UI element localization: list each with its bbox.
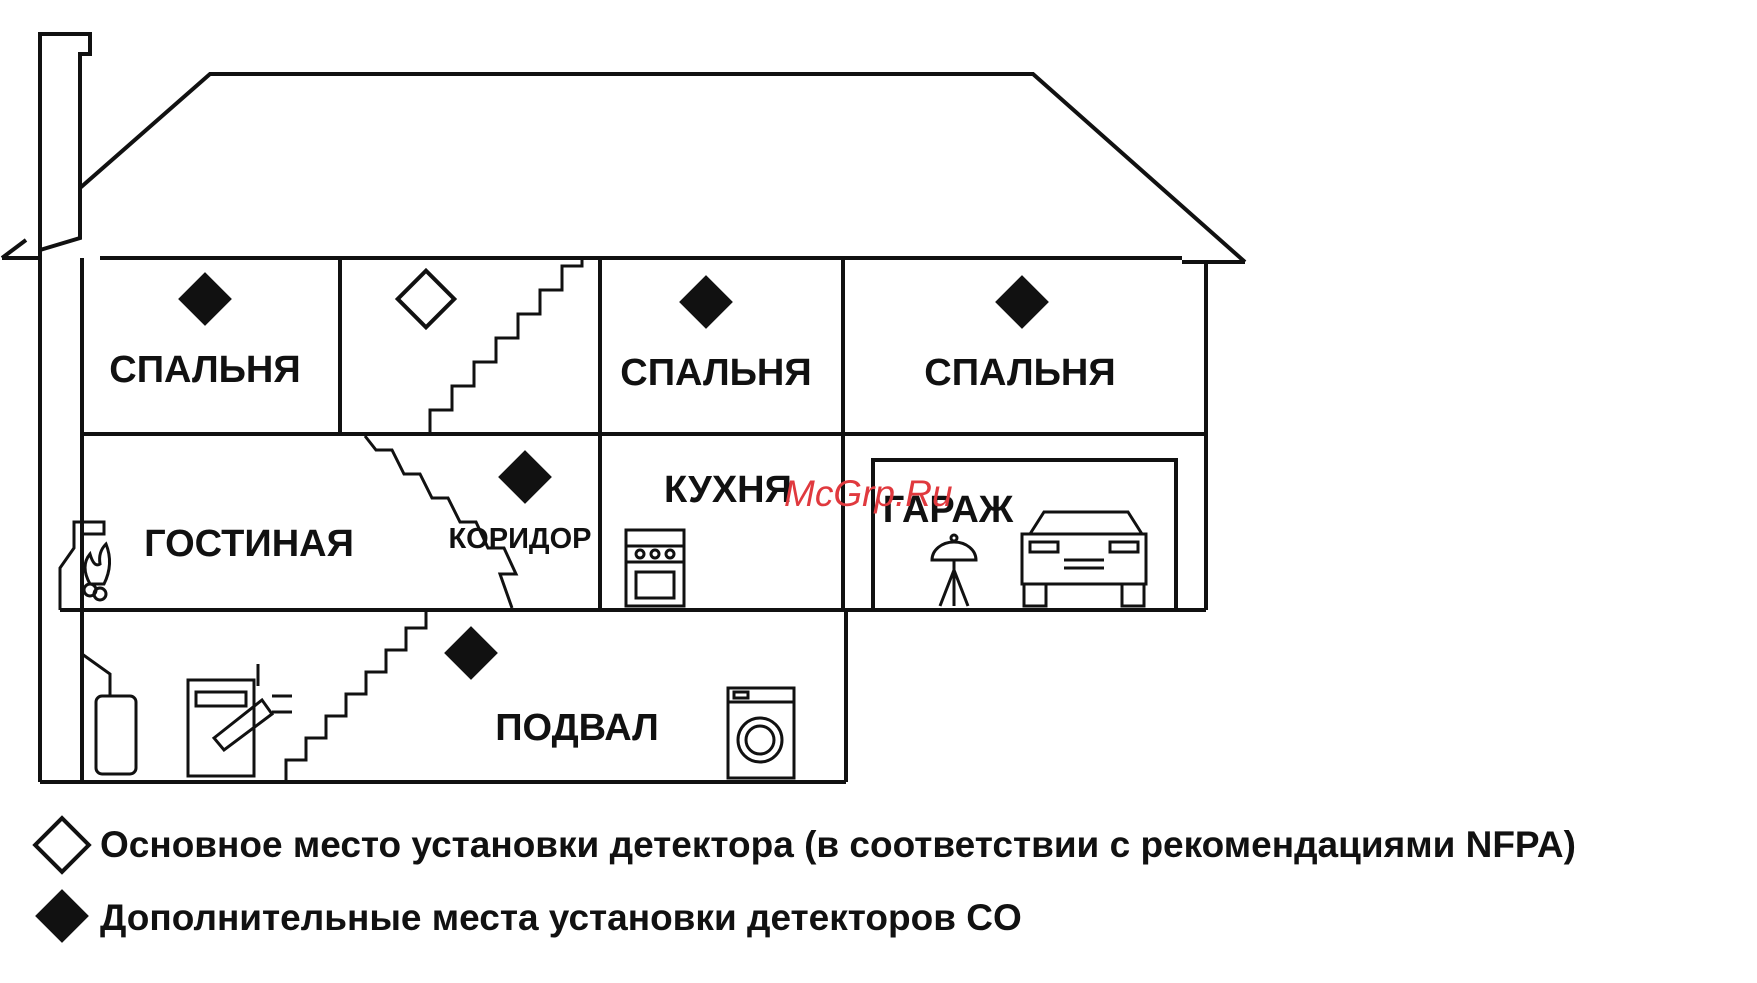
roof [80, 74, 1245, 262]
room-label-corridor: КОРИДОР [448, 523, 591, 555]
room-label-kitchen: КУХНЯ [664, 469, 792, 511]
washing-machine-icon [728, 688, 794, 778]
room-labels: СПАЛЬНЯ СПАЛЬНЯ СПАЛЬНЯ ГОСТИНАЯ КОРИДОР… [109, 349, 1115, 749]
furnace-icon [188, 664, 292, 776]
legend-additional-text: Дополнительные места установки детекторо… [100, 897, 1022, 938]
stairs-upper [430, 258, 582, 434]
watermark: McGrp.Ru [784, 473, 953, 514]
diamond-filled-icon [444, 626, 498, 680]
diamond-filled-icon [178, 272, 232, 326]
house-outline [2, 34, 1245, 782]
diamond-outline-icon [35, 818, 89, 872]
chimney-icon [40, 34, 90, 258]
legend-primary-text: Основное место установки детектора (в со… [100, 824, 1576, 865]
diamond-filled-icon [35, 889, 89, 943]
water-heater-icon [82, 654, 136, 774]
roof-eave-left [2, 240, 40, 258]
stairs-lower [365, 436, 516, 608]
diamond-outline-icon [398, 271, 455, 328]
legend: Основное место установки детектора (в со… [35, 818, 1576, 943]
car-icon [1022, 512, 1146, 606]
stairs-basement [286, 612, 426, 780]
grill-icon [932, 535, 976, 606]
room-label-basement: ПОДВАЛ [495, 707, 659, 749]
room-label-living-room: ГОСТИНАЯ [144, 523, 354, 565]
diamond-filled-icon [679, 275, 733, 329]
room-label-bedroom-2: СПАЛЬНЯ [620, 352, 811, 394]
fireplace-icon [60, 522, 110, 610]
staircases [286, 258, 582, 780]
room-label-bedroom-1: СПАЛЬНЯ [109, 349, 300, 391]
stove-icon [626, 530, 684, 606]
room-label-bedroom-3: СПАЛЬНЯ [924, 352, 1115, 394]
diamond-filled-icon [995, 275, 1049, 329]
diamond-filled-icon [498, 450, 552, 504]
